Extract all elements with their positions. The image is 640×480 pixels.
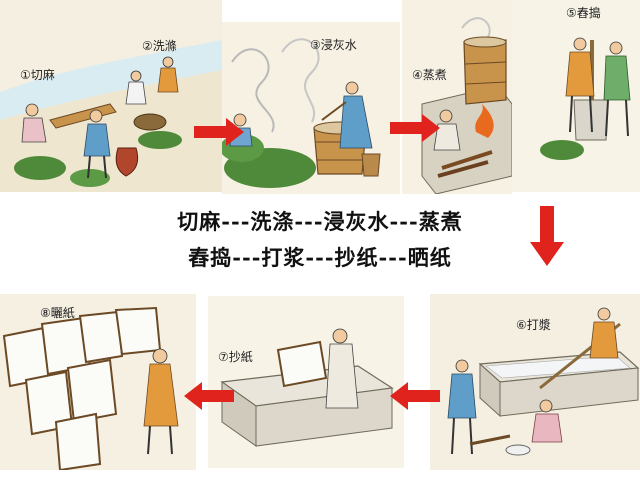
steam-illustration (421, 17, 512, 194)
bench (469, 434, 511, 446)
hemp-bundle (138, 131, 182, 149)
steam (231, 48, 275, 133)
arrow-left-2 (184, 382, 234, 410)
paper-mould (276, 340, 328, 388)
beat-pulp-illustration (447, 307, 640, 456)
worker-scooping (325, 328, 359, 409)
bucket (361, 153, 381, 177)
panel-cut-wash: ①切麻 ②洗滌 (0, 0, 222, 192)
cut-wash-illustration (0, 40, 222, 192)
pound-illustration (540, 37, 631, 160)
hemp-bundle (70, 169, 110, 187)
summary-line-1: 切麻---洗涤---浸灰水---蒸煮 (177, 209, 463, 234)
lime-soak-illustration (222, 38, 381, 188)
panel-beat-pulp: ⑥打漿 (430, 294, 640, 470)
steamer-tub (463, 36, 507, 105)
step-label-beat-pulp: ⑥打漿 (516, 318, 551, 332)
worker-pulp-left (447, 359, 477, 455)
step-label-pound: ⑤舂搗 (566, 6, 601, 20)
bowl (505, 444, 531, 456)
worker-beating (589, 307, 619, 359)
panel-lime-soak: ③浸灰水 (222, 22, 400, 194)
plank-bridge (49, 103, 117, 129)
hemp-bundle (540, 140, 584, 160)
step-label-steam: ④蒸煮 (412, 68, 447, 82)
drying-frames (2, 306, 162, 470)
worker-drying (143, 348, 179, 455)
worker-tending-fire (433, 109, 461, 151)
step-label-dry: ⑧曬紙 (40, 306, 75, 320)
step-label-wash: ②洗滌 (142, 39, 177, 53)
dry-illustration (2, 306, 179, 470)
summary-line-2: 舂捣---打浆---抄纸---晒纸 (188, 245, 452, 270)
panel-scoop: ⑦抄紙 (208, 296, 404, 468)
hemp-bundle (14, 156, 66, 180)
panel-dry: ⑧曬紙 (0, 294, 196, 470)
worker-stirring (321, 81, 373, 149)
step-label-cut-hemp: ①切麻 (20, 68, 55, 82)
arrow-right-2 (390, 114, 440, 142)
clay-jar (115, 147, 139, 177)
panel-steam: ④蒸煮 (402, 0, 512, 194)
arrow-down (530, 206, 564, 266)
worker-pounding-left (565, 37, 595, 133)
arrow-right-1 (194, 118, 244, 146)
scoop-illustration (220, 328, 394, 447)
worker-far-right (157, 56, 179, 93)
worker-pounding-right (603, 41, 631, 137)
worker-washing (83, 109, 111, 179)
worker-cutting (21, 103, 47, 143)
pulp-trough (478, 351, 640, 418)
basket (133, 113, 167, 131)
arrow-left-1 (390, 382, 440, 410)
panel-pound: ⑤舂搗 (512, 0, 640, 192)
step-label-scoop: ⑦抄紙 (218, 350, 253, 364)
fire (475, 104, 494, 138)
firewood (441, 150, 493, 170)
steam (281, 38, 320, 123)
firewood (437, 160, 489, 178)
worker-pulp-crouching (531, 399, 563, 443)
worker-far (125, 70, 147, 105)
step-label-lime-water: ③浸灰水 (310, 38, 357, 52)
